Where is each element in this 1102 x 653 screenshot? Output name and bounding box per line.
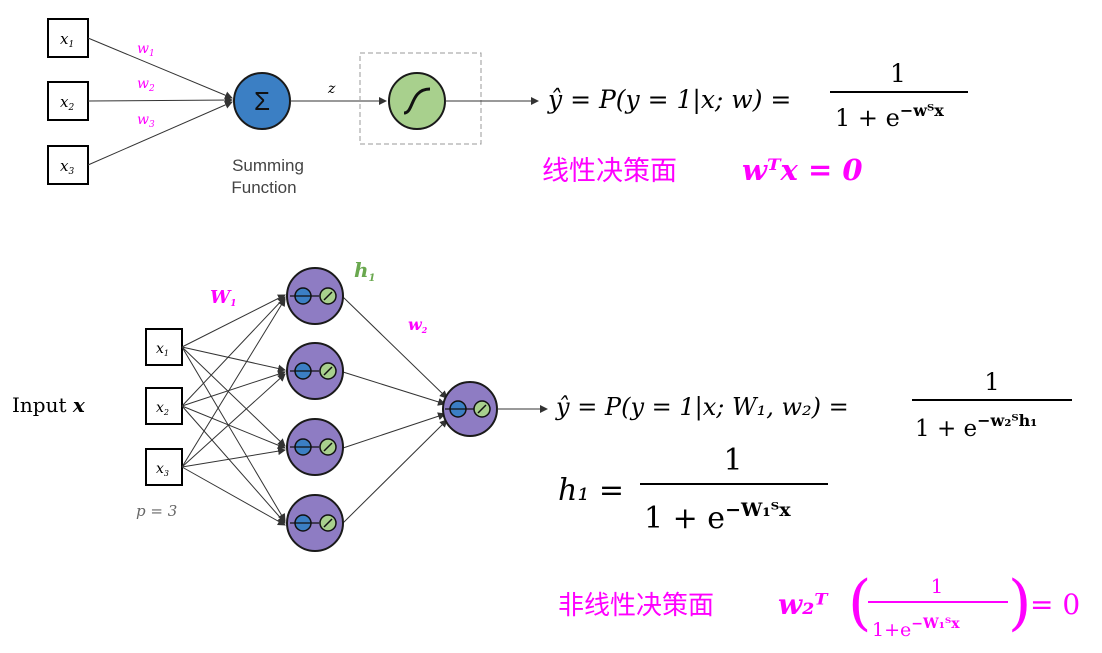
linear-decision-text: 线性决策面 [542, 156, 677, 187]
hidden-neuron-4 [286, 494, 344, 552]
top-input-box-3 [47, 145, 89, 185]
output-neuron [442, 381, 498, 437]
hidden-neuron-1 [286, 267, 344, 325]
linear-decision-equation: wᵀx = 0 [742, 153, 863, 187]
top-equation-numerator: 1 [890, 59, 906, 88]
input-hidden-edges [181, 294, 286, 526]
nonlinear-numerator: 1 [931, 574, 944, 598]
top-edge-1 [87, 37, 233, 99]
nonlinear-decision-text: 非线性决策面 [558, 591, 714, 621]
p-label: p = 3 [136, 502, 177, 520]
hidden-equation-denominator: 1 + e−W₁ᵀx [644, 499, 791, 536]
bottom-input-box-3 [145, 448, 183, 486]
top-input-label-1: x1 [60, 30, 74, 50]
sigmoid-node [388, 72, 446, 130]
activation-box [359, 52, 482, 145]
hidden-neuron-3 [286, 418, 344, 476]
bottom-input-box-1 [145, 328, 183, 366]
top-edge-2 [87, 96, 233, 105]
mlp-equation-denominator: 1 + e−w₂ᵀh₁ [915, 411, 1037, 442]
bottom-input-box-2 [145, 387, 183, 425]
sigmoid-curve-icon [403, 87, 431, 115]
bottom-mlp: Input x x1 x2 x3 p = 3 W1 h1 w2 [12, 258, 1080, 641]
top-weight-1: w1 [137, 41, 155, 59]
top-input-box-1 [47, 18, 89, 58]
summation-symbol: Σ [254, 86, 270, 116]
top-input-label-2: x2 [60, 93, 74, 113]
nonlinear-rhs: = 0 [1030, 588, 1080, 621]
top-perceptron: x1 x2 x3 w1 w2 w3 Σ Summing Function z ŷ… [47, 18, 968, 197]
nonlinear-denominator: 1+e−W₁ᵀx [872, 616, 960, 641]
bottom-input-label-1: x1 [156, 341, 169, 358]
top-input-box-2 [47, 81, 89, 121]
hidden-equation-lhs: h₁ = [558, 473, 624, 508]
summing-caption-line2: Function [231, 178, 296, 197]
W1-label: W1 [210, 287, 236, 309]
mlp-equation-numerator: 1 [984, 368, 999, 396]
top-weight-2: w2 [137, 76, 155, 94]
h1-label: h1 [354, 258, 376, 284]
mlp-equation-lhs: ŷ = P(y = 1|x; W₁, w₂) = [555, 393, 849, 422]
top-weight-3: w3 [137, 112, 155, 130]
top-input-label-3: x3 [60, 157, 74, 177]
summing-caption-line1: Summing [232, 156, 304, 175]
nonlinear-decision-w2: w₂ᵀ [778, 588, 829, 621]
input-label: Input x [12, 393, 86, 417]
top-edge-3 [87, 101, 233, 166]
hidden-output-edges [342, 296, 448, 524]
nonlinear-right-paren: ) [1008, 568, 1031, 638]
w2-label: w2 [408, 315, 428, 335]
hidden-neuron-2 [286, 342, 344, 400]
bottom-input-label-3: x3 [156, 461, 169, 478]
nonlinear-left-paren: ( [848, 568, 871, 638]
top-equation-lhs: ŷ = P(y = 1|x; w) = [547, 85, 791, 115]
hidden-equation-numerator: 1 [723, 443, 742, 478]
bottom-input-label-2: x2 [156, 400, 169, 417]
z-label: z [327, 81, 336, 97]
top-equation-denominator: 1 + e−wᵀx [835, 101, 944, 132]
